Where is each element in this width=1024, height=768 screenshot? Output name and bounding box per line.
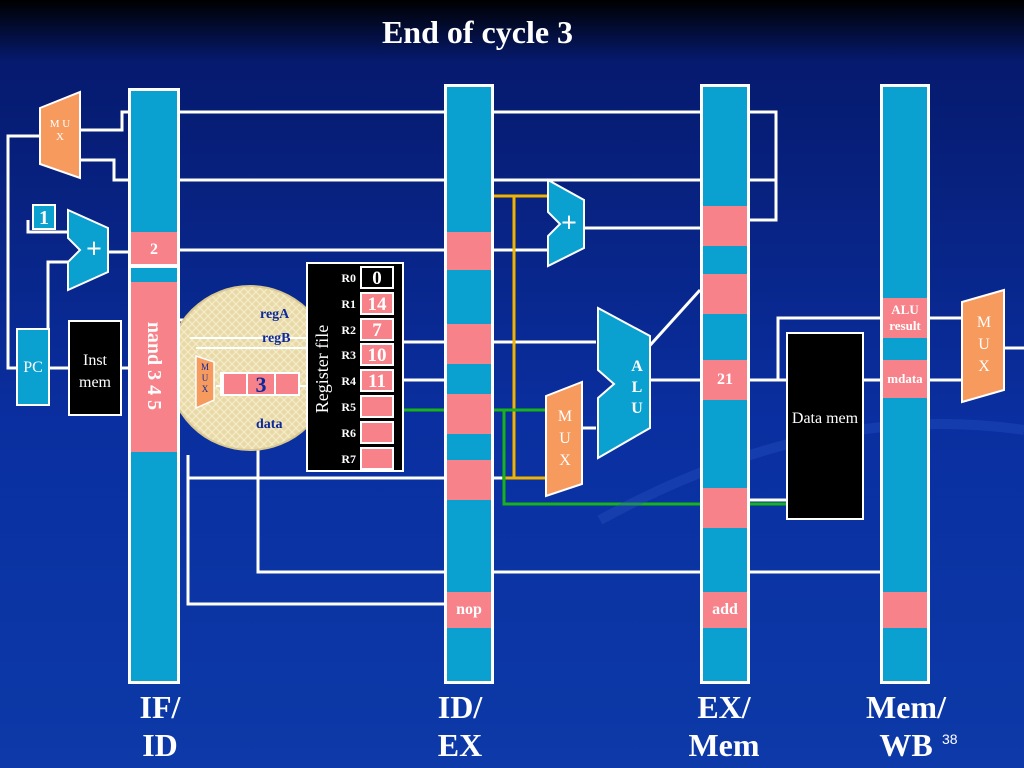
ex-mem-alu-value: 21 bbox=[717, 371, 733, 388]
stage-ex-mem: EX/ Mem bbox=[688, 689, 760, 763]
register-name: R6 bbox=[341, 426, 356, 440]
data-label: data bbox=[256, 417, 283, 432]
wb-mux bbox=[961, 288, 1005, 404]
alu-label: A L U bbox=[631, 358, 643, 417]
slide-title: End of cycle 3 bbox=[381, 14, 574, 50]
register-value: 14 bbox=[367, 294, 387, 315]
register-name: R3 bbox=[341, 348, 356, 362]
register-cell: 11 bbox=[360, 369, 394, 392]
inst-mem-label: Inst mem bbox=[79, 352, 111, 391]
ex-mem-op-field: add bbox=[703, 592, 747, 628]
rega-label: regA bbox=[260, 307, 290, 322]
mem-wb-mdata-label: mdata bbox=[887, 371, 923, 386]
register-name: R5 bbox=[341, 400, 356, 414]
register-cell bbox=[360, 421, 394, 444]
mem-wb-op-field bbox=[883, 592, 927, 628]
data-mem-label: Data mem bbox=[791, 410, 859, 427]
branch-adder bbox=[547, 178, 585, 268]
alu bbox=[597, 306, 651, 460]
const-one-box: 1 bbox=[32, 204, 56, 230]
register-cell: 0 bbox=[360, 266, 394, 289]
inst-mem: Inst mem bbox=[68, 320, 122, 416]
fetch-adder bbox=[67, 208, 109, 292]
ex-mem-op: add bbox=[712, 601, 738, 618]
if-id-instruction: nand 3 4 5 bbox=[143, 321, 165, 411]
register-name: R2 bbox=[341, 323, 356, 337]
register-value: 7 bbox=[372, 320, 382, 341]
write-reg-value: 3 bbox=[255, 372, 267, 397]
register-value: 10 bbox=[367, 345, 387, 366]
mem-wb-alu-field: ALU result bbox=[883, 298, 927, 338]
stage-id-ex: ID/ EX bbox=[437, 689, 483, 763]
ex-mem-field-4 bbox=[703, 488, 747, 528]
stage-if-id: IF/ ID bbox=[139, 689, 181, 763]
register-name: R4 bbox=[341, 374, 356, 388]
mem-wb-mdata-field: mdata bbox=[883, 360, 927, 398]
ex-mem-alu-field: 21 bbox=[703, 360, 747, 400]
register-cell bbox=[360, 447, 394, 470]
id-ex-field-2 bbox=[447, 324, 491, 364]
register-name: R0 bbox=[341, 271, 356, 285]
fetch-mux bbox=[39, 90, 81, 180]
register-cell bbox=[360, 395, 394, 418]
regb-label: regB bbox=[262, 331, 291, 346]
pc-label: PC bbox=[23, 359, 43, 376]
register-cell: 14 bbox=[360, 292, 394, 315]
branch-adder-label: + bbox=[561, 208, 577, 239]
id-ex-field-4 bbox=[447, 460, 491, 500]
register-value: 11 bbox=[368, 371, 386, 392]
register-cell: 7 bbox=[360, 318, 394, 341]
if-id-instruction-field: nand 3 4 5 bbox=[131, 282, 177, 452]
ex-mux-label: M U X bbox=[557, 408, 573, 469]
if-id-pc-value: 2 bbox=[150, 241, 158, 258]
data-mem: Data mem bbox=[786, 332, 864, 520]
id-ex-op-field: nop bbox=[447, 592, 491, 628]
ex-mem-field-1 bbox=[703, 206, 747, 246]
pc-register: PC bbox=[16, 328, 50, 406]
ex-mem-field-2 bbox=[703, 274, 747, 314]
id-ex-field-1 bbox=[447, 232, 491, 270]
register-value: 0 bbox=[372, 268, 382, 289]
if-id-pc-field: 2 bbox=[131, 232, 177, 268]
regfile-mux-label: M U X bbox=[200, 362, 209, 394]
id-ex-op: nop bbox=[456, 601, 482, 618]
fetch-adder-label: + bbox=[86, 234, 102, 265]
wb-mux-label: M U X bbox=[976, 314, 992, 375]
ex-mux bbox=[545, 380, 583, 498]
const-one: 1 bbox=[39, 207, 49, 229]
fetch-mux-label: M U X bbox=[49, 118, 71, 143]
register-cell: 10 bbox=[360, 343, 394, 366]
id-ex-register bbox=[444, 84, 494, 684]
regfile-write-mux bbox=[195, 354, 215, 410]
register-file-label: Register file bbox=[312, 324, 332, 414]
id-ex-field-3 bbox=[447, 394, 491, 434]
stage-mem-wb: Mem/ WB bbox=[866, 689, 946, 763]
mem-wb-alu-label: ALU result bbox=[889, 302, 921, 333]
slide-number: 38 bbox=[942, 731, 958, 747]
register-name: R7 bbox=[341, 452, 356, 466]
register-name: R1 bbox=[341, 297, 356, 311]
